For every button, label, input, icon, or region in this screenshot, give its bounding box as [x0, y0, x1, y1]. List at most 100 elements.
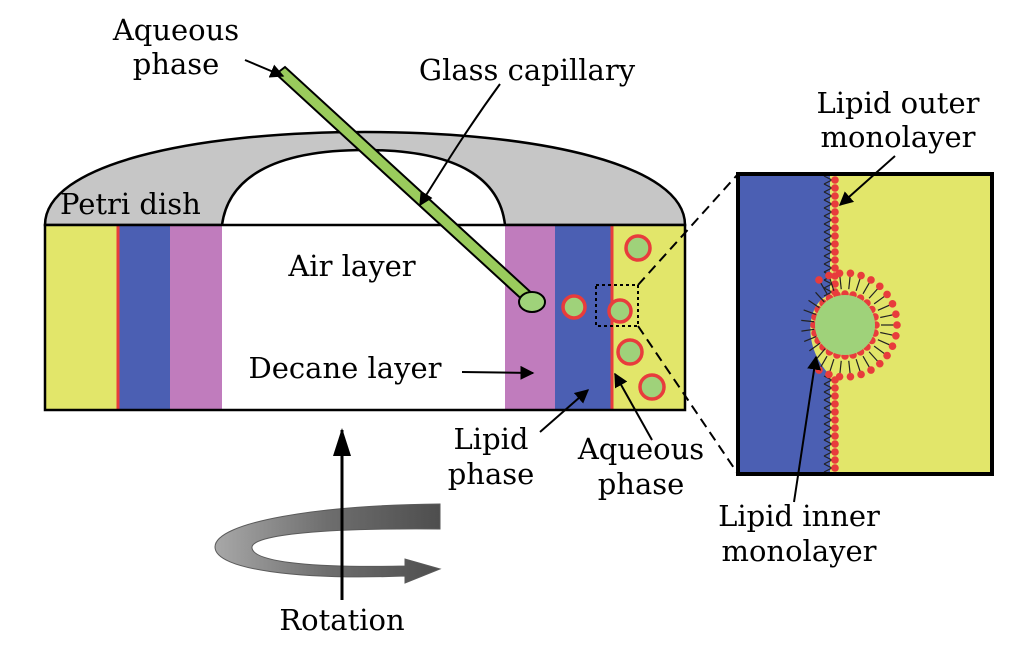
lipid-tail — [823, 287, 833, 293]
lipid-head — [892, 310, 900, 318]
aqueous-phase-bottom-label-line1: Aqueous — [577, 432, 704, 466]
aqueous-layer-left — [45, 225, 118, 410]
glass-capillary-label: Glass capillary — [419, 53, 636, 87]
lipid-tail — [823, 251, 833, 257]
decane-layer-left — [170, 225, 222, 410]
lipid-tail — [803, 309, 817, 315]
lipid-tail — [823, 223, 833, 229]
lipid-tail — [823, 407, 833, 413]
lipid-tail — [801, 328, 815, 332]
lipid-head — [831, 464, 839, 472]
zoom-line-top — [637, 173, 739, 286]
aqueous-phase-arrow — [244, 59, 285, 78]
lipid-head — [831, 232, 839, 240]
lipid-tail — [823, 435, 833, 441]
lipid-tail — [801, 319, 815, 323]
annotation-arrows — [244, 59, 896, 503]
aqueous-phase-bottom-arrow — [614, 372, 653, 441]
lipid-tail — [823, 419, 833, 425]
lipid-tail — [823, 243, 833, 249]
aqueous-phase-top-label-line2: phase — [133, 47, 220, 81]
vesicle — [624, 234, 652, 262]
air-layer-label: Air layer — [287, 249, 415, 283]
zoom-region-box — [595, 284, 639, 327]
lipid-tail — [823, 395, 833, 401]
lipid-tail — [815, 291, 825, 303]
lipid-outer-arrow — [838, 155, 896, 206]
rotation-axis-head — [333, 428, 351, 456]
zoom-inset — [736, 172, 994, 476]
lipid-head — [893, 321, 901, 329]
lipid-tail — [823, 219, 833, 225]
lipid-bilayer-leaflets — [801, 175, 901, 473]
lipid-tail — [823, 179, 833, 185]
lipid-tail — [823, 383, 833, 389]
lipid-tail — [823, 391, 833, 397]
lipid-inner-label-line2: monolayer — [721, 534, 876, 568]
vesicles — [561, 234, 666, 401]
lipid-head — [883, 351, 891, 360]
lipid-tail — [823, 415, 833, 421]
lipid-head — [831, 240, 839, 248]
lipid-head — [831, 448, 839, 456]
lipid-tail — [823, 195, 833, 201]
lipid-head — [846, 269, 855, 278]
lipid-head — [815, 276, 823, 284]
lipid-tail — [823, 259, 833, 265]
lipid-tail — [823, 423, 833, 429]
petri-dish-label: Petri dish — [60, 187, 201, 221]
lipid-head — [831, 424, 839, 432]
lipid-head — [831, 256, 839, 264]
lipid-head — [831, 408, 839, 416]
lipid-head — [883, 290, 891, 299]
lipid-head — [888, 300, 897, 308]
vesicle — [638, 373, 666, 401]
lipid-layer-right — [555, 225, 612, 410]
inset-vesicle — [815, 295, 875, 355]
lipid-tail — [823, 447, 833, 453]
lipid-inner-label-line1: Lipid inner — [718, 499, 880, 533]
lipid-head — [888, 342, 897, 350]
lipid-head — [831, 400, 839, 408]
rotation-label: Rotation — [279, 603, 404, 637]
lipid-head — [835, 269, 844, 278]
lipid-head — [831, 224, 839, 232]
lipid-head — [867, 366, 875, 374]
aqueous-phase-top-label-line1: Aqueous — [112, 13, 239, 47]
vesicle — [607, 298, 633, 324]
lipid-tail — [823, 267, 833, 273]
lipid-tail — [823, 399, 833, 405]
lipid-tail — [823, 187, 833, 193]
air-layer — [222, 225, 505, 410]
lipid-head — [831, 440, 839, 448]
lipid-tail — [808, 299, 820, 309]
dish-outline — [43, 223, 687, 412]
rotation-arrow — [214, 503, 442, 584]
lipid-layer-left — [118, 225, 170, 410]
lipid-head — [831, 200, 839, 208]
lipid-head — [867, 276, 875, 284]
lipid-tail — [823, 443, 833, 449]
decane-layer-label: Decane layer — [249, 351, 442, 385]
lipid-tail — [823, 387, 833, 393]
lipid-outer-label-line1: Lipid outer — [817, 86, 980, 120]
inset-lipid-phase — [738, 174, 830, 474]
petri-dish-lid — [43, 130, 687, 227]
lipid-tail — [823, 439, 833, 445]
lipid-head — [857, 271, 865, 280]
lipid-tail — [823, 239, 833, 245]
lipid-head — [831, 208, 839, 216]
lipid-tail — [809, 342, 821, 352]
lipid-phase-label-line1: Lipid — [454, 422, 529, 456]
dish-layers — [43, 223, 687, 412]
lipid-tail — [823, 175, 833, 181]
lipid-head — [831, 264, 839, 272]
lipid-head — [831, 392, 839, 400]
lipid-head — [831, 176, 839, 184]
lipid-head — [831, 248, 839, 256]
lipid-head — [831, 280, 839, 288]
lipid-tail — [823, 183, 833, 189]
lipid-tail — [823, 231, 833, 237]
lipid-tail — [823, 427, 833, 433]
